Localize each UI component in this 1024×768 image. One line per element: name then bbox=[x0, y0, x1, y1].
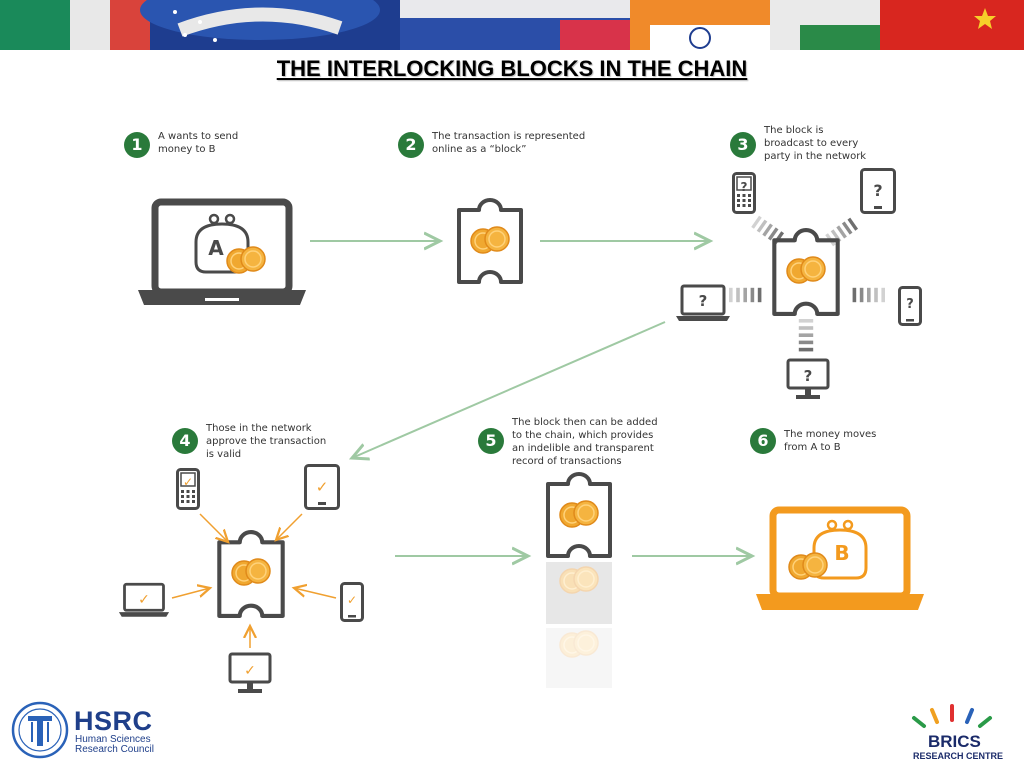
block-puzzle-chain-top-icon bbox=[546, 472, 612, 558]
step-4-number: 4 bbox=[172, 428, 198, 454]
flags-banner bbox=[0, 0, 1024, 50]
network-laptop-unknown-mark: ? bbox=[699, 292, 708, 310]
approve-monitor-check-mark: ✓ bbox=[244, 663, 256, 679]
block-puzzle-chain-bottom-icon bbox=[546, 628, 612, 688]
step-3-text: The block is broadcast to every party in… bbox=[764, 124, 866, 163]
arrow-step3-to-step4 bbox=[352, 321, 666, 458]
network-tablet-unknown-mark: ? bbox=[873, 181, 882, 200]
block-puzzle-chain-middle-icon bbox=[546, 562, 612, 624]
signal-waves-upper-left-icon bbox=[751, 215, 785, 245]
step-1-number: 1 bbox=[124, 132, 150, 158]
block-puzzle-step3-icon bbox=[774, 230, 837, 314]
step-3-line-3: party in the network bbox=[764, 151, 867, 162]
approve-arrow-from-phone bbox=[199, 513, 228, 542]
step-3-number: 3 bbox=[730, 132, 756, 158]
step-2-text: The transaction is represented online as… bbox=[432, 130, 585, 156]
wallet-a-letter: A bbox=[208, 236, 224, 260]
hsrc-subtitle-line-1: Human Sciences bbox=[75, 734, 151, 745]
flags-banner-image bbox=[0, 0, 1024, 50]
step-5-text: The block then can be added to the chain… bbox=[512, 416, 658, 468]
step-5-line-1: The block then can be added bbox=[512, 417, 658, 428]
step-1-line-1: A wants to send bbox=[158, 131, 239, 142]
approve-laptop-check-mark: ✓ bbox=[138, 592, 150, 608]
approve-arrow-from-smartphone bbox=[294, 588, 337, 599]
step-2-line-1: The transaction is represented bbox=[432, 131, 586, 142]
step-3-line-1: The block is bbox=[764, 125, 824, 136]
step-6-text: The money moves from A to B bbox=[784, 428, 876, 454]
step-4-text: Those in the network approve the transac… bbox=[206, 422, 326, 461]
hsrc-subtitle-line-2: Research Council bbox=[75, 744, 154, 755]
step-5-line-2: to the chain, which provides bbox=[512, 430, 654, 441]
step-2-number: 2 bbox=[398, 132, 424, 158]
page-title: THE INTERLOCKING BLOCKS IN THE CHAIN bbox=[276, 56, 748, 81]
laptop-a-icon bbox=[138, 198, 306, 305]
wallet-b-letter: B bbox=[834, 541, 849, 565]
step-3-line-2: broadcast to every bbox=[764, 138, 859, 149]
step-6-line-2: from A to B bbox=[784, 442, 841, 453]
signal-waves-upper-right-icon bbox=[825, 217, 859, 247]
approve-phone-check-mark: ✓ bbox=[183, 475, 193, 489]
step-2-line-2: online as a “block” bbox=[432, 144, 527, 155]
step-5-line-4: record of transactions bbox=[512, 456, 622, 467]
hsrc-logo-icon bbox=[11, 701, 69, 759]
step-6-line-1: The money moves bbox=[784, 429, 877, 440]
network-smartphone-unknown-mark: ? bbox=[906, 297, 914, 312]
block-puzzle-step4-icon bbox=[219, 532, 282, 616]
signal-waves-left-icon bbox=[729, 287, 762, 303]
step-1-text: A wants to send money to B bbox=[158, 130, 238, 156]
laptop-b-icon bbox=[756, 506, 924, 610]
approve-arrow-from-laptop bbox=[171, 588, 210, 599]
step-4-line-3: is valid bbox=[206, 449, 242, 460]
approve-smartphone-check-mark: ✓ bbox=[347, 593, 357, 607]
block-puzzle-step2-icon bbox=[457, 198, 523, 284]
signal-waves-bottom-icon bbox=[798, 319, 814, 352]
step-5-number: 5 bbox=[478, 428, 504, 454]
hsrc-logo-subtitle: Human Sciences Research Council bbox=[75, 735, 154, 755]
brics-logo-subtitle: RESEARCH CENTRE bbox=[913, 751, 1004, 761]
step-1-line-2: money to B bbox=[158, 144, 216, 155]
brics-logo-name: BRICS bbox=[928, 732, 981, 751]
step-4-line-1: Those in the network bbox=[206, 423, 312, 434]
step-6-number: 6 bbox=[750, 428, 776, 454]
step-4-line-2: approve the transaction bbox=[206, 436, 327, 447]
brics-logo-icon bbox=[912, 704, 992, 728]
network-monitor-unknown-mark: ? bbox=[804, 367, 813, 385]
approve-arrow-from-tablet bbox=[276, 513, 303, 540]
step-5-line-3: an indelible and transparent bbox=[512, 443, 654, 454]
approve-tablet-check-mark: ✓ bbox=[316, 478, 329, 496]
hsrc-logo-name: HSRC bbox=[74, 706, 153, 736]
network-phone-unknown-mark: ? bbox=[741, 180, 748, 194]
signal-waves-right-icon bbox=[852, 287, 885, 303]
